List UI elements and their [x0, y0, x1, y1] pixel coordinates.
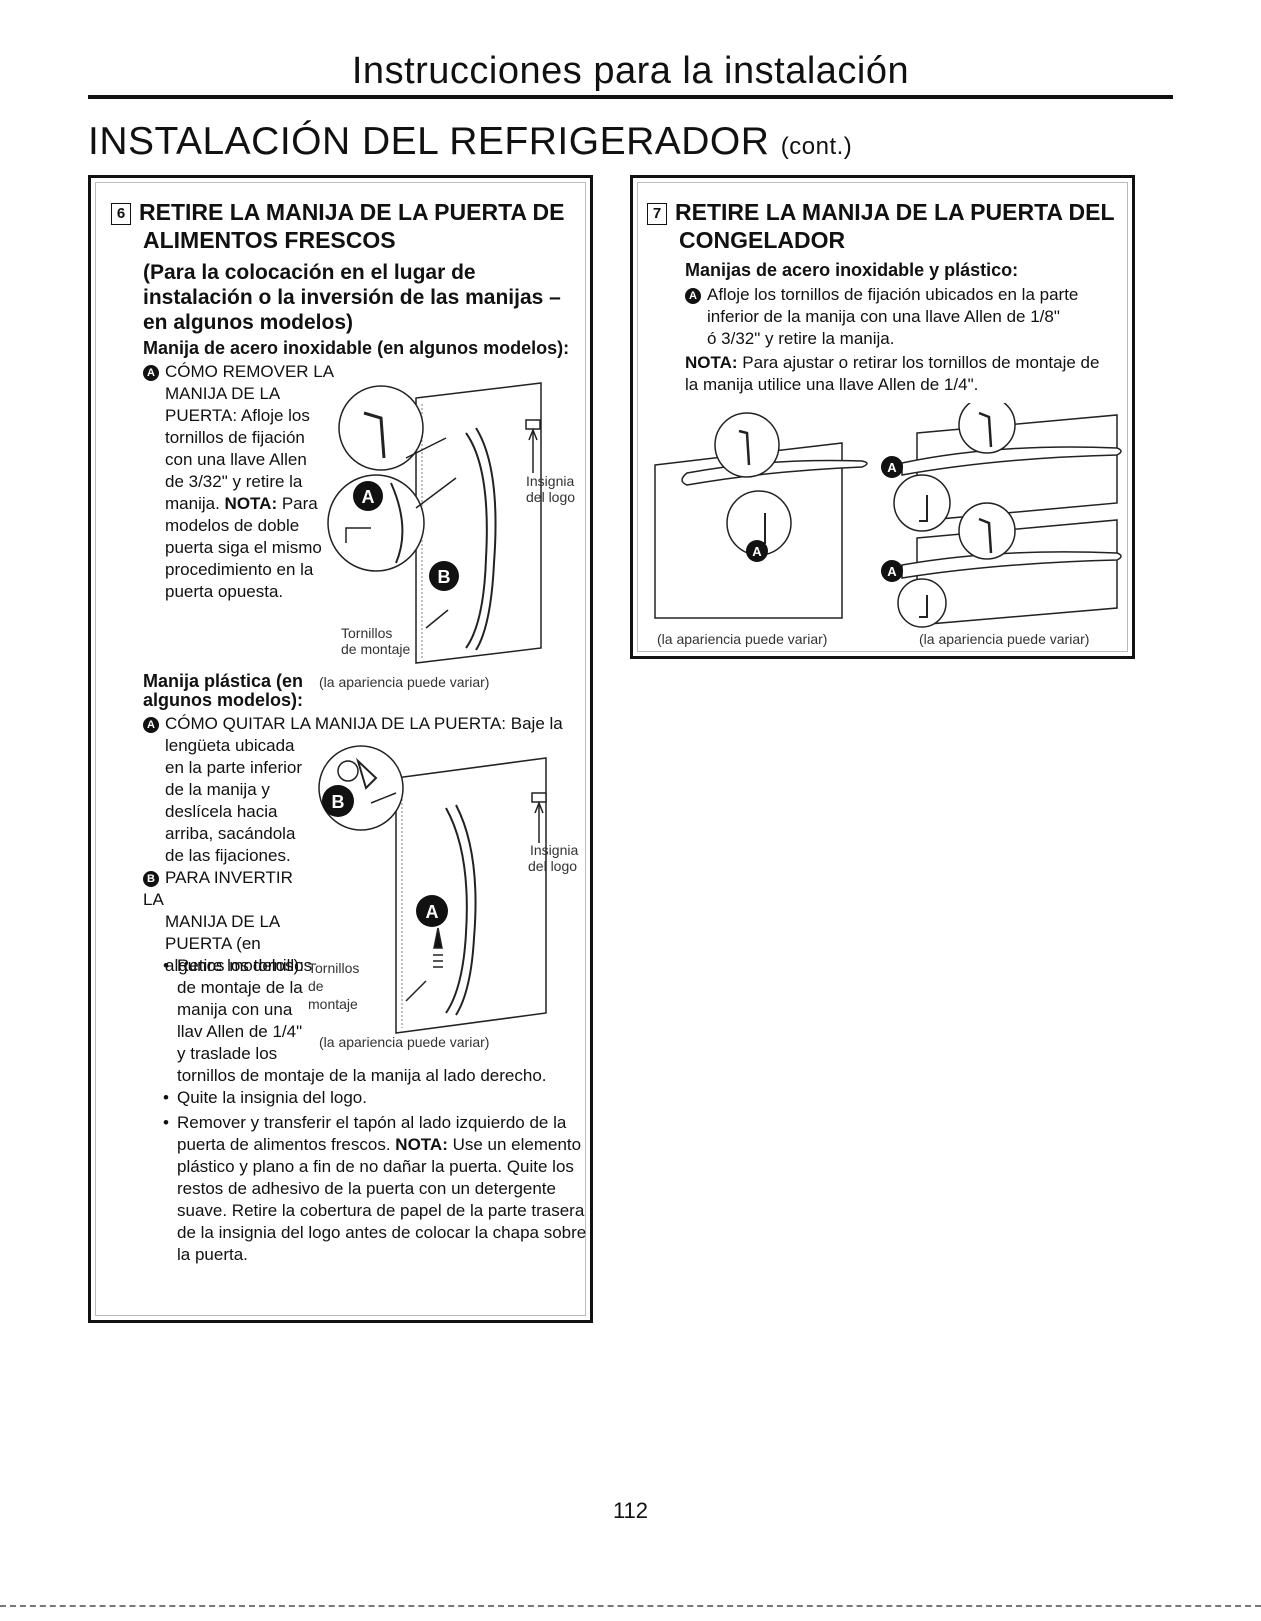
sub-bullet-screws: •Retire los tornillos de montaje de la m…: [163, 956, 547, 1085]
fig2-logo-label-1: Insignia: [530, 842, 578, 858]
bullet-a: A: [143, 365, 159, 381]
fig2-caption: (la apariencia puede variar): [319, 1034, 490, 1050]
plastic-handle-figure: B A Insignia del logo Tornillos de monta…: [308, 745, 578, 1034]
bullet-transfer-plug: •Remover y transferir el tapón al lado i…: [163, 1113, 587, 1264]
bullet-b: B: [143, 871, 159, 887]
step6-subheading-3: en algunos modelos): [143, 311, 354, 334]
steel-handle-figure: A B Insignia del logo Tornillos de monta…: [327, 382, 575, 664]
page-number: 112: [612, 1498, 649, 1523]
fig3-callout-a-2: A: [881, 456, 903, 478]
svg-text:A: A: [887, 564, 897, 579]
bullet-remove-logo: •Quite la insignia del logo.: [163, 1088, 367, 1107]
step6-heading-line2: ALIMENTOS FRESCOS: [143, 227, 396, 253]
fig2-screws-label-2: de: [308, 978, 324, 994]
section-heading-text: INSTALACIÓN DEL REFRIGERADOR: [88, 120, 770, 163]
svg-text:B: B: [332, 792, 345, 812]
steel-handle-label: Manija de acero inoxidable (en algunos m…: [143, 338, 570, 358]
section-heading: INSTALACIÓN DEL REFRIGERADOR (cont.): [88, 120, 852, 164]
plastic-remove-instructions: lengüeta ubicada en la parte inferior de…: [165, 736, 303, 865]
svg-text:A: A: [426, 902, 439, 922]
bullet-a: A: [143, 717, 159, 733]
step6-subheading-1: (Para la colocación en el lugar de: [143, 261, 476, 284]
fig1-screws-label-2: de montaje: [341, 641, 410, 657]
step7-note: NOTA: Para ajustar o retirar los tornill…: [685, 353, 1100, 394]
fig1-screws-label-1: Tornillos: [341, 625, 392, 641]
fig3-callout-a-3: A: [881, 560, 903, 582]
fig3-callout-a-1: A: [746, 540, 768, 562]
fig2-screws-label-1: Tornillos: [308, 960, 359, 976]
step7-heading-line2: CONGELADOR: [679, 227, 846, 253]
svg-text:A: A: [362, 487, 375, 507]
title-rule: [88, 95, 1173, 99]
step-number-7: 7: [647, 202, 667, 225]
fig2-screws-label-3: montaje: [308, 996, 358, 1012]
fig1-callout-b: B: [429, 561, 459, 591]
bullet-a: A: [685, 288, 701, 304]
freezer-handle-figure: A A A: [654, 403, 1122, 628]
bottom-rule: [0, 1605, 1261, 1607]
fig2-callout-a: A: [416, 895, 448, 927]
fig2-logo-label-2: del logo: [528, 858, 577, 874]
section-heading-suffix: (cont.): [780, 133, 853, 160]
fig3-caption-right: (la apariencia puede variar): [919, 631, 1090, 647]
step7-label: Manijas de acero inoxidable y plástico:: [685, 260, 1019, 280]
fig2-callout-b: B: [322, 785, 354, 817]
svg-text:B: B: [438, 567, 451, 587]
svg-text:A: A: [887, 460, 897, 475]
step-number-6: 6: [111, 202, 131, 225]
fig1-logo-label-2: del logo: [526, 489, 575, 505]
page-title: Instrucciones para la instalación: [351, 50, 910, 92]
fig1-caption: (la apariencia puede variar): [319, 674, 490, 690]
plastic-handle-label-1: Manija plástica (en: [143, 671, 304, 691]
plastic-handle-label-2: algunos modelos):: [143, 690, 304, 710]
svg-text:A: A: [752, 544, 762, 559]
fig1-callout-a: A: [353, 481, 383, 511]
step6-subheading-2: instalación o la inversión de las manija…: [143, 286, 561, 309]
fig1-logo-label-1: Insignia: [526, 473, 574, 489]
fig3-caption-left: (la apariencia puede variar): [657, 631, 828, 647]
